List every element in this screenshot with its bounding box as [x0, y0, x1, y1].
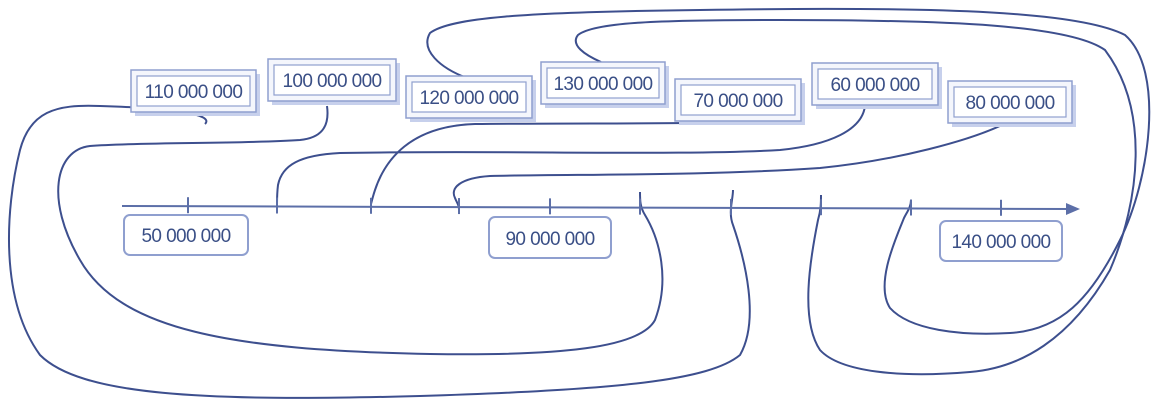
top-card-80000000: 80 000 000: [947, 80, 1076, 127]
curve-130000000: [574, 18, 1137, 376]
matching-curves: [8, 7, 1151, 399]
axis-label-cards: 50 000 000 90 000 000 140 000 000: [123, 214, 1063, 262]
top-card-label: 60 000 000: [830, 75, 919, 96]
number-line-ticks: [187, 197, 1002, 216]
curve-110000000: [8, 104, 751, 399]
axis-card-label: 140 000 000: [951, 232, 1050, 253]
axis-card-140000000: 140 000 000: [939, 220, 1063, 262]
card-border: [939, 220, 1063, 262]
axis-card-90000000: 90 000 000: [488, 216, 612, 259]
card-inner: [546, 67, 660, 99]
number-line-axis: [121, 205, 1073, 210]
card-border: [488, 216, 612, 259]
card-inner: [680, 84, 796, 116]
card-border: [123, 214, 249, 256]
top-card-70000000: 70 000 000: [674, 78, 805, 125]
top-card-label: 130 000 000: [553, 74, 652, 95]
axis-card-label: 50 000 000: [141, 226, 230, 247]
curve-70000000: [370, 121, 742, 205]
top-card-label: 100 000 000: [282, 71, 381, 92]
top-card-100000000: 100 000 000: [267, 58, 400, 105]
top-card-60000000: 60 000 000: [811, 62, 942, 109]
top-card-label: 110 000 000: [145, 82, 243, 103]
curve-60000000: [276, 105, 866, 206]
number-line: [121, 197, 1080, 216]
card-inner: [411, 81, 527, 113]
card-inner: [953, 86, 1067, 118]
top-card-label: 70 000 000: [693, 91, 782, 112]
number-line-arrowhead: [1066, 203, 1080, 215]
top-card-label: 80 000 000: [965, 93, 1054, 114]
top-card-130000000: 130 000 000: [540, 61, 669, 108]
card-inner: [817, 68, 933, 100]
curve-80000000: [452, 124, 1003, 210]
top-card-label: 120 000 000: [419, 88, 518, 109]
axis-card-50000000: 50 000 000: [123, 214, 249, 256]
top-card-110000000: 110 000 000: [130, 69, 260, 116]
axis-card-label: 90 000 000: [505, 229, 594, 250]
top-number-cards: 110 000 000 100 000 000 120 000 000 130 …: [130, 58, 1076, 127]
curve-100000000: [57, 105, 664, 356]
curve-120000000: [426, 7, 1151, 335]
card-inner: [273, 64, 391, 96]
top-card-120000000: 120 000 000: [405, 75, 536, 122]
card-inner: [136, 75, 251, 107]
